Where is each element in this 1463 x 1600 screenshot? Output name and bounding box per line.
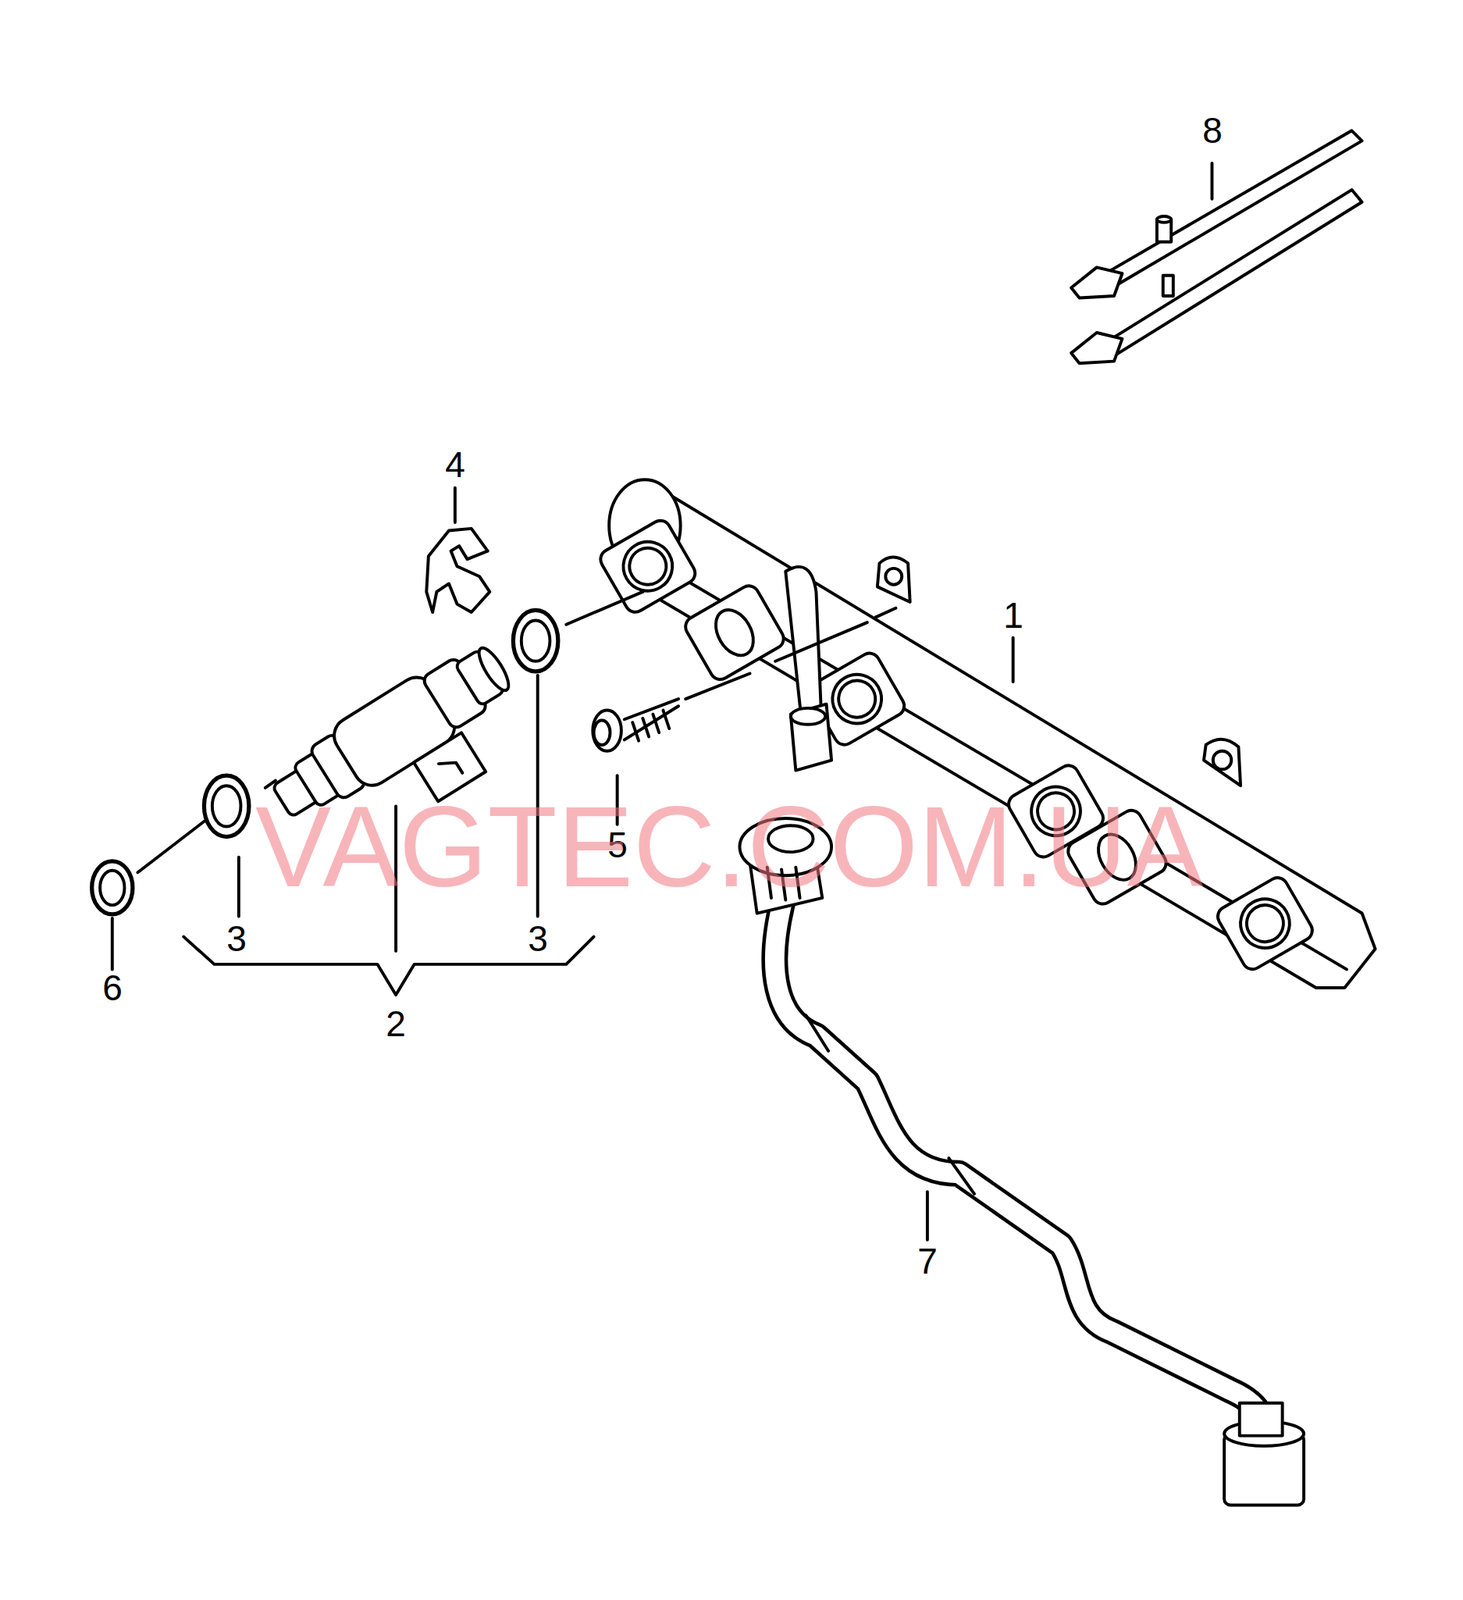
drawing-part xyxy=(1101,189,1362,357)
drawing-part xyxy=(203,775,249,837)
drawing-part xyxy=(823,665,891,733)
drawing-part xyxy=(453,487,457,523)
cable-tie xyxy=(1071,130,1362,364)
drawing-part xyxy=(1163,275,1174,296)
drawing-part xyxy=(1213,751,1232,770)
drawing-part xyxy=(790,704,832,771)
drawing-part xyxy=(785,566,822,715)
drawing-part xyxy=(1213,873,1316,973)
drawing-part xyxy=(212,785,242,826)
callout-number: 4 xyxy=(444,446,466,483)
callout-number: 3 xyxy=(527,920,549,957)
drawing-part xyxy=(805,1014,975,1194)
drawing-part xyxy=(594,720,611,745)
drawing-part xyxy=(790,708,826,725)
watermark: VAGTEC.COM.UA xyxy=(255,790,1204,905)
drawing-part xyxy=(1071,332,1122,364)
drawing-part xyxy=(681,582,787,684)
drawing-part xyxy=(681,582,787,684)
drawing-part xyxy=(877,556,911,602)
drawing-part xyxy=(597,516,699,616)
drawing-part xyxy=(774,897,1264,1439)
drawing-part xyxy=(1011,637,1015,682)
drawing-part xyxy=(438,755,463,782)
screw xyxy=(592,698,679,752)
drawing-part xyxy=(624,698,679,740)
callout-number: 7 xyxy=(917,1242,938,1279)
drawing-part xyxy=(512,609,558,671)
drawing-part xyxy=(99,870,125,905)
callout-number: 8 xyxy=(1202,112,1223,149)
drawing-part xyxy=(137,821,204,873)
drawing-part xyxy=(1239,897,1290,948)
drawing-part xyxy=(708,603,762,663)
drawing-part xyxy=(1210,163,1214,200)
drawing-part xyxy=(622,541,673,591)
drawing-part xyxy=(92,861,133,915)
drawing-part xyxy=(614,532,682,600)
drawing-part xyxy=(1231,889,1300,958)
drawing-part xyxy=(632,710,670,741)
drawing-part xyxy=(1156,216,1172,223)
drawing-part xyxy=(612,484,1375,988)
drawing-part xyxy=(885,568,902,585)
drawing-part xyxy=(237,857,241,917)
fuel-rail xyxy=(597,479,1376,988)
drawing-part xyxy=(1203,739,1241,787)
drawing-part xyxy=(110,918,114,969)
drawing-part xyxy=(1213,873,1316,973)
callout-number: 2 xyxy=(385,1005,406,1042)
drawing-part xyxy=(925,1191,930,1239)
callout-number: 6 xyxy=(102,969,123,1006)
callout-number: 1 xyxy=(1003,597,1024,634)
drawing-part xyxy=(1239,1402,1283,1436)
drawing-part xyxy=(592,710,622,752)
drawing-part xyxy=(685,608,896,699)
callout-number: 3 xyxy=(226,920,247,957)
drawing-part xyxy=(521,620,551,662)
drawing-part xyxy=(597,516,699,616)
fuel-hose xyxy=(739,818,1304,1505)
drawing-part xyxy=(565,591,643,625)
drawing-part xyxy=(265,780,276,788)
leader-line xyxy=(112,163,1213,1240)
drawing-part xyxy=(832,673,883,724)
drawing-part xyxy=(1071,266,1122,298)
drawing-part xyxy=(473,644,514,695)
retaining-clip xyxy=(426,528,490,613)
drawing-part xyxy=(774,897,1264,1439)
